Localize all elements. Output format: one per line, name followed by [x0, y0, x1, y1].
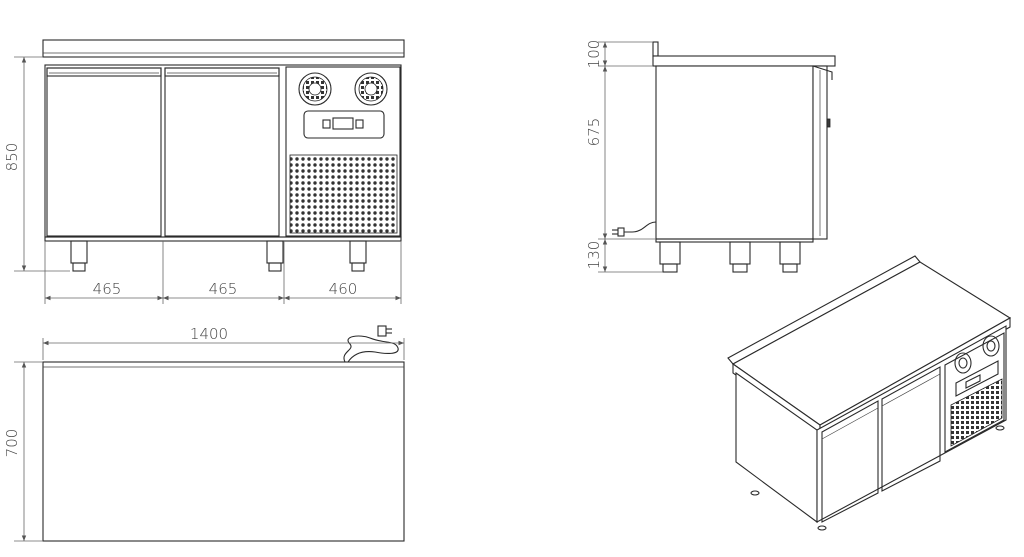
side-worktop — [652, 55, 836, 67]
front-width-label-2: 465 — [209, 280, 238, 298]
side-dimensions: 100 675 130 — [585, 40, 663, 273]
front-width-dimensions: 465 465 460 — [44, 241, 402, 304]
front-view: 850 465 465 460 — [3, 39, 405, 304]
front-width-label-3: 460 — [329, 280, 358, 298]
front-worktop — [42, 39, 405, 58]
side-power-cord — [612, 221, 657, 237]
iso-door-left — [821, 400, 879, 523]
top-depth-label: 700 — [3, 429, 21, 458]
side-handle — [826, 118, 831, 128]
top-worktop — [42, 361, 405, 542]
top-width-label: 1400 — [190, 325, 228, 343]
top-width-dimension: 1400 — [42, 325, 405, 360]
side-view: 100 675 130 — [585, 40, 836, 273]
front-fan-left — [298, 72, 332, 106]
iso-fan-right — [982, 335, 1000, 357]
side-backsplash — [652, 41, 659, 57]
top-depth-dimension: 700 — [3, 361, 43, 542]
side-legs — [659, 241, 801, 273]
iso-fan-left — [954, 352, 972, 374]
iso-vent-grille — [950, 378, 1003, 447]
isometric-view — [727, 255, 1012, 531]
side-dim-legs: 130 — [585, 241, 603, 270]
iso-compressor-panel — [944, 332, 1005, 453]
front-legs — [70, 240, 367, 272]
front-width-label-1: 465 — [93, 280, 122, 298]
iso-control-display — [955, 360, 999, 397]
front-vent-grille — [289, 154, 398, 234]
side-dim-top: 100 — [585, 40, 603, 69]
side-dim-body: 675 — [585, 118, 603, 147]
front-door-left-handle — [46, 67, 162, 77]
side-cabinet-body — [655, 65, 814, 240]
top-view: 1400 700 — [3, 325, 405, 542]
top-power-cord — [343, 325, 399, 363]
iso-front-body — [816, 325, 1007, 523]
iso-door-right — [881, 366, 941, 492]
front-control-display — [303, 110, 385, 139]
iso-legs — [750, 425, 1005, 531]
front-fan-right — [354, 72, 388, 106]
front-door-right-handle — [164, 67, 280, 77]
front-height-label: 850 — [3, 143, 21, 172]
front-compressor-panel — [285, 66, 401, 237]
front-height-dimension: 850 — [3, 56, 70, 272]
